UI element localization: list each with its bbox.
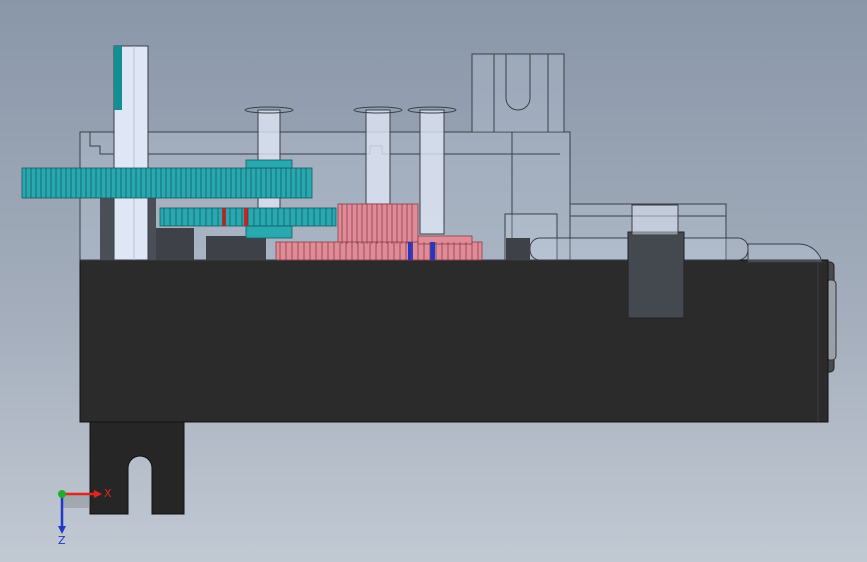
teal-gear-teeth: [25, 168, 333, 226]
z-axis-label: Z: [58, 534, 66, 546]
pink-gear-teeth: [279, 204, 479, 260]
housing-body: [79, 259, 829, 423]
mounting-bracket: [89, 421, 185, 515]
output-shaft: [113, 45, 149, 261]
x-axis-label: X: [104, 487, 112, 500]
triad-origin-shade: [62, 494, 90, 508]
teal-gear-train: [21, 159, 337, 239]
pink-gear-train: [275, 203, 483, 261]
y-axis-point: [58, 490, 66, 498]
coordinate-triad: X Z: [58, 487, 112, 546]
